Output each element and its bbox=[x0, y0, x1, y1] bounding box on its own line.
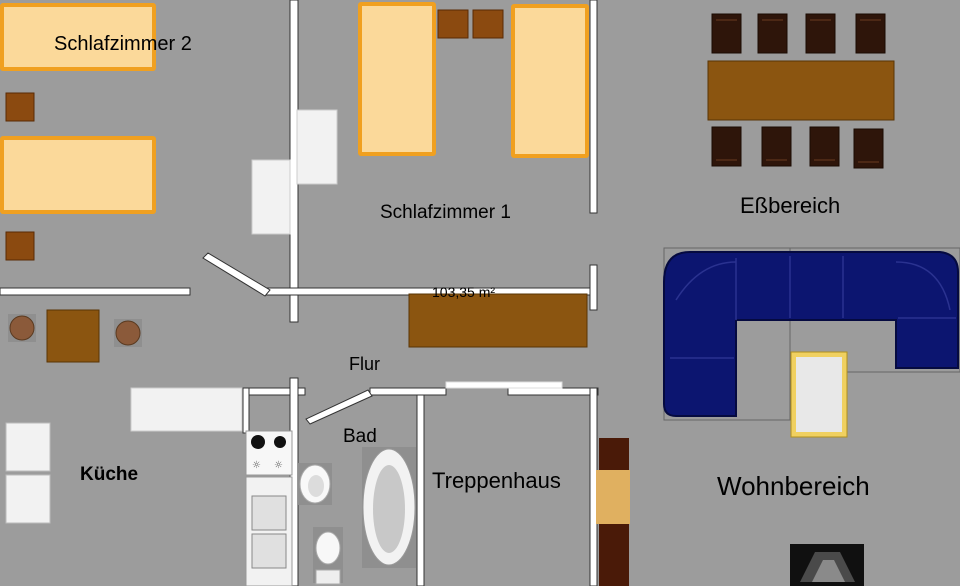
wall-stair-top bbox=[507, 387, 599, 396]
bed-bedroom2-top bbox=[0, 3, 156, 71]
bathtub bbox=[362, 447, 416, 568]
nightstand-bedroom2-top bbox=[5, 92, 35, 122]
bed-bedroom2-bottom bbox=[0, 136, 156, 214]
dining-table-set bbox=[707, 13, 895, 169]
room-label-wohnbereich: Wohnbereich bbox=[717, 471, 870, 501]
hall-sideboard bbox=[408, 293, 588, 348]
door-swing-bath bbox=[305, 389, 373, 425]
kitchen-table bbox=[46, 309, 100, 363]
room-label-flur: Flur bbox=[349, 354, 380, 374]
nightstand-bedroom1-right bbox=[472, 9, 504, 39]
dining-table bbox=[707, 60, 895, 121]
kitchen-sink-cabinet bbox=[245, 476, 293, 586]
wall-kitchen-stub bbox=[242, 387, 250, 434]
wardrobe-bedroom1 bbox=[296, 109, 338, 185]
wall-bath-right bbox=[416, 394, 425, 586]
coffee-table-top bbox=[796, 357, 842, 432]
nightstand-bedroom2-bottom bbox=[5, 231, 35, 261]
fridge-lower bbox=[5, 474, 51, 524]
door-swing-bedroom1 bbox=[202, 252, 271, 297]
bed-bedroom1-left bbox=[358, 2, 436, 156]
corner-sofa bbox=[663, 247, 960, 421]
room-label-schlafzimmer2: Schlafzimmer 2 bbox=[54, 33, 192, 55]
kitchen-counter-top bbox=[130, 387, 243, 432]
room-label-bad: Bad bbox=[343, 426, 377, 447]
room-label-schlafzimmer1: Schlafzimmer 1 bbox=[380, 202, 511, 223]
wall-stair-right bbox=[589, 387, 598, 586]
wall-hall-right-stub bbox=[589, 264, 598, 311]
svg-text:☼: ☼ bbox=[252, 460, 261, 471]
kitchen-stool-left bbox=[8, 314, 36, 342]
area-label: 103,35 m² bbox=[432, 284, 495, 300]
toilet bbox=[313, 527, 343, 585]
stove: ☼ ☼ bbox=[245, 430, 293, 476]
svg-text:☼: ☼ bbox=[274, 460, 283, 471]
room-label-essbereich: Eßbereich bbox=[740, 193, 840, 218]
kitchen-stool-right bbox=[114, 319, 142, 347]
doorway-stairs bbox=[445, 381, 563, 389]
fridge-upper bbox=[5, 422, 51, 472]
bed-bedroom1-right bbox=[511, 4, 589, 158]
fireplace bbox=[790, 544, 864, 586]
wall-bedroom2-bottom bbox=[0, 287, 191, 296]
room-label-treppenhaus: Treppenhaus bbox=[432, 468, 561, 493]
wall-bedroom1-right bbox=[589, 0, 598, 214]
nightstand-bedroom1-left bbox=[437, 9, 469, 39]
wardrobe-bedroom2 bbox=[251, 159, 291, 235]
washbasin bbox=[298, 463, 332, 505]
wall-bath-top bbox=[369, 387, 447, 396]
staircase bbox=[596, 438, 630, 586]
room-label-kueche: Küche bbox=[80, 464, 138, 485]
